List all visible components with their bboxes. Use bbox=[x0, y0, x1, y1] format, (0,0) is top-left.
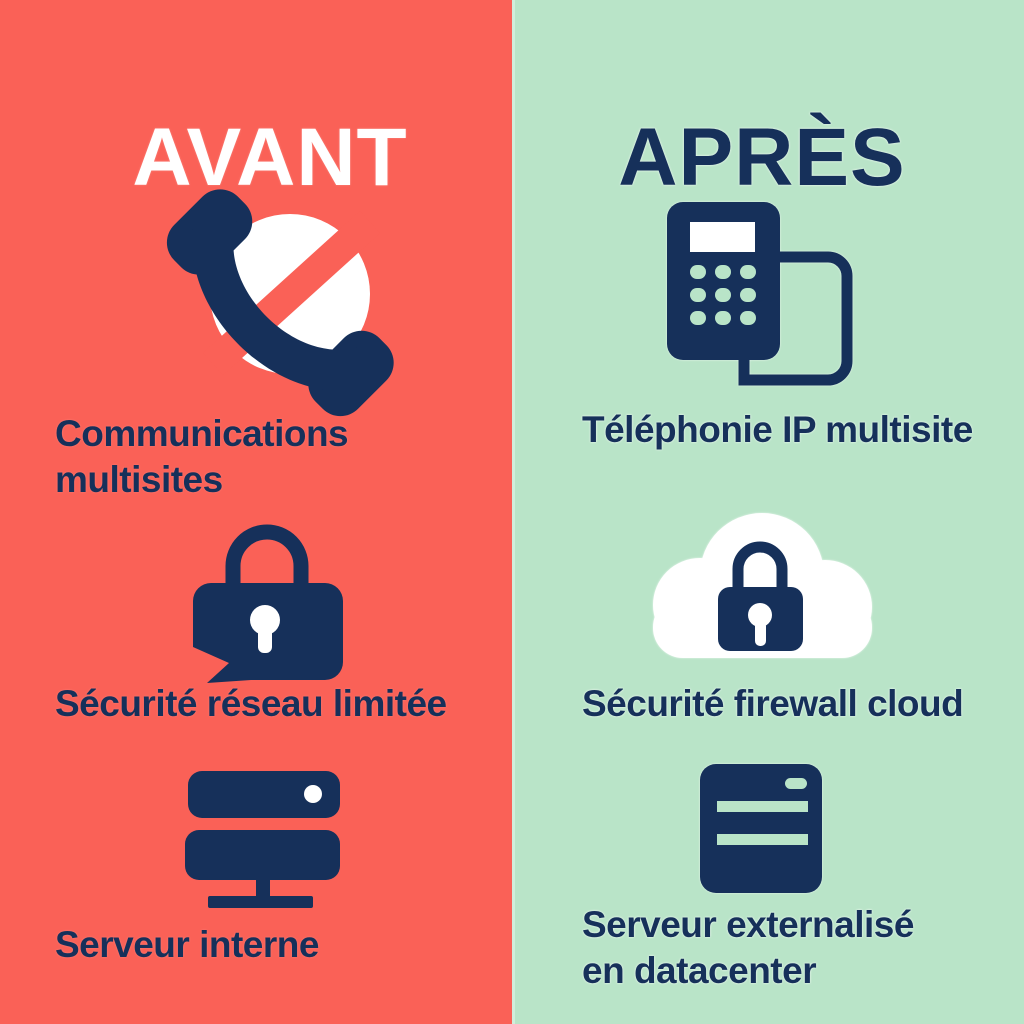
internal-server-icon bbox=[185, 771, 340, 908]
label-line: Sécurité réseau limitée bbox=[55, 683, 447, 724]
broken-lock-icon bbox=[193, 524, 343, 683]
after-title: APRÈS bbox=[618, 111, 906, 203]
before-item-communications-label: Communications multisites bbox=[55, 411, 349, 503]
label-line: Serveur interne bbox=[55, 924, 319, 965]
datacenter-server-icon bbox=[700, 764, 822, 893]
label-line: multisites bbox=[55, 459, 223, 500]
ip-desk-phone-icon bbox=[667, 202, 853, 386]
before-panel: AVANT Communications multisites Sécurité… bbox=[0, 0, 512, 1024]
label-line: en datacenter bbox=[582, 950, 817, 991]
after-item-firewall-label: Sécurité firewall cloud bbox=[582, 681, 964, 727]
cloud-lock-icon bbox=[653, 513, 872, 658]
before-item-security-label: Sécurité réseau limitée bbox=[55, 681, 447, 727]
label-line: Serveur externalisé bbox=[582, 904, 914, 945]
after-item-telephony-label: Téléphonie IP multisite bbox=[582, 407, 973, 453]
after-panel: APRÈS Téléphonie IP multisite bbox=[512, 0, 1024, 1024]
before-item-server-label: Serveur interne bbox=[55, 922, 319, 968]
after-item-server-label: Serveur externalisé en datacenter bbox=[582, 902, 914, 994]
panel-divider bbox=[512, 0, 515, 1024]
blocked-phone-icon bbox=[166, 189, 394, 417]
label-line: Communications bbox=[55, 413, 349, 454]
label-line: Sécurité firewall cloud bbox=[582, 683, 964, 724]
before-title: AVANT bbox=[132, 111, 408, 203]
label-line: Téléphonie IP multisite bbox=[582, 409, 973, 450]
